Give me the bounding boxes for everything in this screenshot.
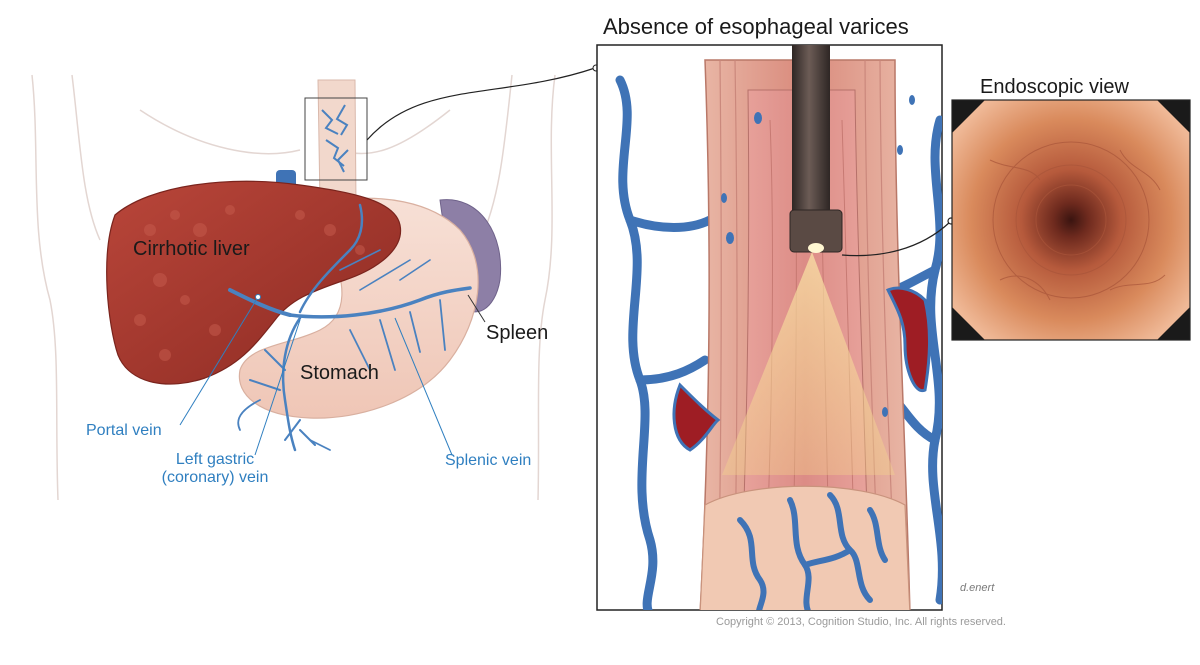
esophagus-upper [317, 79, 357, 206]
diagram-title: Absence of esophageal varices [603, 14, 909, 39]
cirrhotic-liver-label: Cirrhotic liver [133, 238, 250, 260]
portal-vein-label: Portal vein [86, 422, 162, 439]
liver-texture [134, 205, 365, 361]
left-gastric-line-2: (coronary) vein [161, 469, 269, 486]
splenic-vein-label: Splenic vein [445, 452, 532, 469]
endoscopic-view-inset [951, 99, 1191, 341]
esophagus-panel-content [615, 45, 942, 610]
artist-signature: d.enert [960, 582, 995, 594]
endoscopic-view-label: Endoscopic view [980, 76, 1129, 98]
body-outline [31, 74, 556, 501]
left-gastric-line-1: Left gastric [175, 451, 255, 468]
copyright-notice: Copyright © 2013, Cognition Studio, Inc.… [716, 616, 1006, 628]
stomach-label: Stomach [300, 362, 379, 384]
left-gastric-vein-label: Left gastric (coronary) vein [150, 451, 280, 487]
callout-box [304, 97, 368, 181]
left-veins [228, 203, 472, 452]
spleen-label: Spleen [486, 322, 549, 344]
